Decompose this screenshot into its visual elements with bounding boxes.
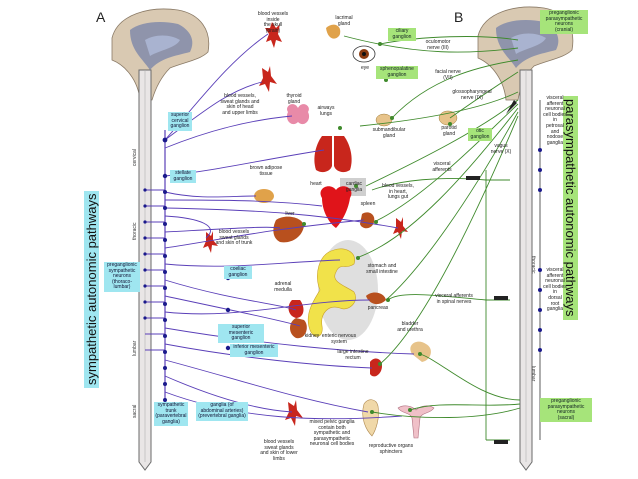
label-pancreas: pancreas bbox=[367, 305, 389, 311]
vessels-lower bbox=[285, 400, 303, 426]
spleen bbox=[360, 212, 375, 229]
brain-left bbox=[111, 8, 210, 101]
vessels-head bbox=[259, 66, 277, 92]
large-intestine bbox=[370, 358, 382, 377]
label-liver: liver bbox=[285, 211, 295, 217]
segment-lumbar-right: lumbar bbox=[530, 366, 536, 382]
label-preganglionic-cranial: preganglionic parasympathetic neurons (c… bbox=[540, 10, 588, 35]
segment-thoracic-right: thoracic bbox=[530, 256, 536, 274]
segment-thoracic: thoracic bbox=[132, 222, 138, 240]
label-coeliac-ganglion: coeliac ganglion bbox=[224, 266, 252, 280]
label-cardiac-ganglia: cardiac ganglia bbox=[345, 181, 363, 193]
label-kidney: kidney bbox=[304, 333, 320, 339]
label-facial-nerve: facial nerve (VII) bbox=[435, 69, 461, 81]
segment-lumbar: lumbar bbox=[132, 340, 138, 356]
brown-adipose bbox=[254, 189, 274, 203]
liver bbox=[273, 216, 304, 243]
label-eye: eye bbox=[360, 65, 370, 71]
label-ciliary-ganglion: ciliary ganglion bbox=[388, 28, 416, 42]
label-visceral-afferents: visceral afferents bbox=[432, 161, 452, 173]
panel-label-b: B bbox=[454, 9, 464, 25]
visceral-afferent-arrows bbox=[466, 176, 508, 444]
label-visceral-dorsal: visceral afferent neuronal cell bodies i… bbox=[543, 267, 567, 313]
adrenal-kidney bbox=[288, 300, 307, 339]
label-submandibular: submandibular gland bbox=[372, 127, 406, 139]
parasympathetic-ganglion-dots bbox=[302, 42, 452, 414]
label-glossopharyngeal: glossopharyngeal nerve (IX) bbox=[452, 89, 492, 101]
segment-cervical: cervical bbox=[132, 149, 138, 166]
label-visceral-vagal: visceral afferent neuronal cell bodies i… bbox=[543, 95, 567, 146]
cranial-nerve-arrow bbox=[506, 100, 517, 114]
eye bbox=[352, 45, 376, 63]
label-superior-cervical-ganglion: superior cervical ganglion bbox=[168, 112, 192, 131]
label-vessels-skull: blood vessels inside the skull (brain) bbox=[257, 11, 289, 34]
label-superior-mesenteric-ganglion: superior mesenteric ganglion bbox=[218, 324, 264, 343]
stomach-intestine bbox=[307, 248, 356, 337]
label-pterygopalatine: sphenopalatine ganglion bbox=[376, 66, 418, 80]
label-spleen: spleen bbox=[360, 201, 376, 207]
label-vessels-lower: blood vessels sweat glands and skin of l… bbox=[260, 439, 298, 462]
label-heart: heart bbox=[310, 181, 322, 187]
lacrimal-gland bbox=[326, 24, 341, 39]
label-vessels-trunk: blood vessels sweat glands and skin of t… bbox=[215, 229, 253, 247]
spinal-cord-right bbox=[519, 69, 533, 471]
reproductive-organs bbox=[362, 399, 435, 439]
label-brown-adipose: brown adipose tissue bbox=[249, 165, 283, 177]
label-abdominal-ganglia: ganglia (of abdominal arteries) (prevert… bbox=[196, 402, 248, 421]
label-thyroid: thyroid gland bbox=[286, 93, 302, 105]
label-sympathetic-trunk: sympathetic trunk (paravertebral ganglia… bbox=[154, 402, 188, 427]
label-vagus: vagus nerve (X) bbox=[490, 143, 512, 155]
right-ganglia-dots bbox=[538, 148, 542, 352]
label-enteric: enteric nervous system bbox=[321, 333, 357, 345]
sympathetic-title: sympathetic autonomic pathways bbox=[84, 190, 99, 388]
thyroid-gland bbox=[286, 104, 310, 125]
label-vessels-head: blood vessels, sweat glands and skin of … bbox=[220, 93, 260, 116]
label-parotid: parotid gland bbox=[441, 125, 457, 137]
label-vessels-heart: blood vessels, in heart, lungs gut bbox=[382, 183, 414, 201]
panel-label-a: A bbox=[96, 9, 106, 25]
vessels-skull bbox=[265, 22, 282, 48]
label-adrenal: adrenal medulla bbox=[274, 281, 292, 293]
label-lacrimal: lacrimal gland bbox=[335, 15, 353, 27]
lungs bbox=[314, 136, 352, 173]
label-preganglionic-sacral: preganglionic parasympathetic neurons (s… bbox=[540, 398, 592, 423]
label-bladder: bladder and urethra bbox=[397, 321, 423, 333]
label-airways: airways lungs bbox=[317, 105, 335, 117]
bladder bbox=[410, 341, 431, 362]
label-visceral-afferents-spinal: visceral afferents in spinal nerves bbox=[435, 293, 473, 305]
label-otic-ganglion: otic ganglion bbox=[468, 128, 492, 142]
label-inferior-mesenteric-ganglion: inferior mesenteric ganglion bbox=[230, 344, 278, 358]
pancreas bbox=[366, 292, 386, 305]
label-preganglionic-sympathetic: preganglionic sympathetic neurons (thora… bbox=[104, 262, 140, 292]
label-stomach: stomach and small intestine bbox=[366, 263, 398, 275]
label-large-intestine: large intestine rectum bbox=[337, 349, 369, 361]
vessels-heart bbox=[393, 217, 408, 239]
sympathetic-nerves bbox=[145, 33, 415, 420]
segment-sacral: sacral bbox=[132, 404, 138, 418]
label-stellate-ganglion: stellate ganglion bbox=[170, 170, 196, 184]
vessels-trunk bbox=[203, 231, 218, 253]
label-mixed-pelvic: mixed pelvic ganglia contain both sympat… bbox=[309, 419, 355, 448]
label-reproductive: reproductive organs sphincters bbox=[368, 443, 414, 455]
label-oculomotor: oculomotor nerve (III) bbox=[425, 39, 451, 51]
